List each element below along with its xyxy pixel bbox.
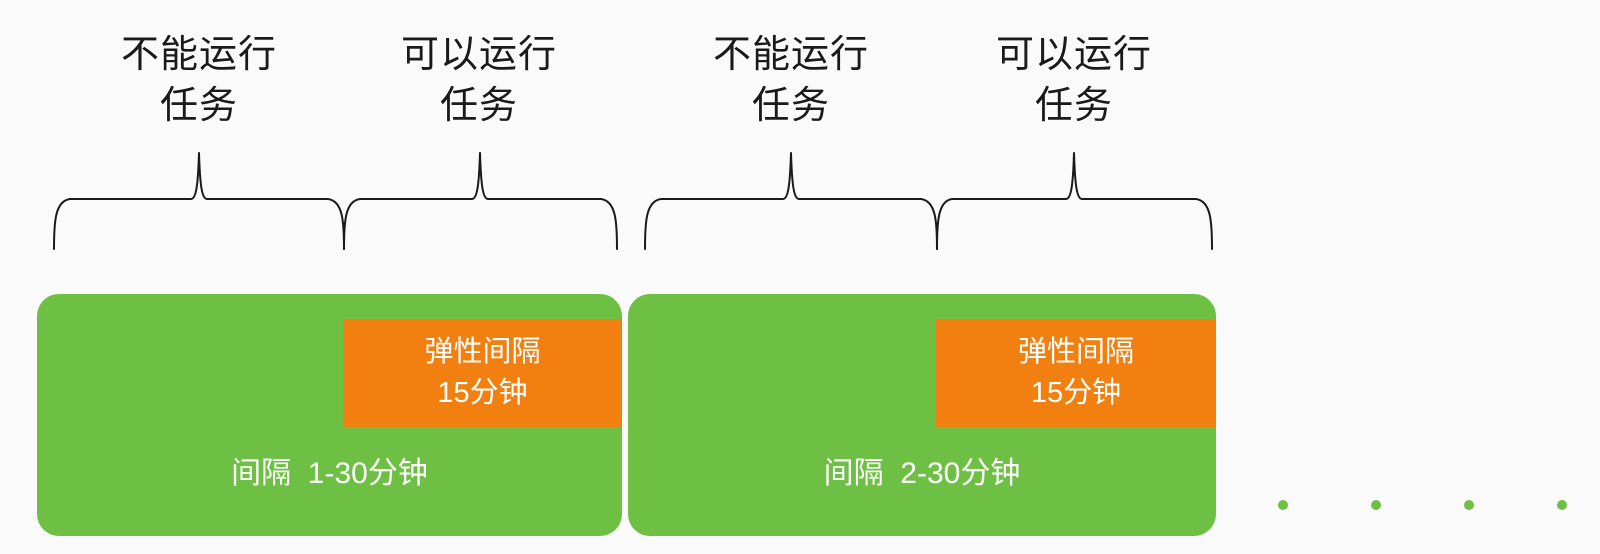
label-cannot-run-1: 不能运行 任务 [39, 30, 359, 132]
label-cannot-run-2-line1: 不能运行 [712, 34, 869, 76]
curly-brace-icon-3 [644, 152, 938, 250]
curly-brace-icon-1 [53, 152, 345, 250]
label-can-run-1-line2: 任务 [439, 85, 518, 127]
elastic-interval-box-1: 弹性间隔 15分钟 [343, 319, 622, 427]
interval-block-2: 弹性间隔 15分钟 间隔 2-30分钟 [628, 294, 1216, 536]
ellipsis-dot-1 [1278, 500, 1288, 510]
interval-label-2: 间隔 2-30分钟 [823, 457, 1021, 490]
curly-brace-icon-2 [343, 152, 618, 250]
elastic-interval-1-line1: 弹性间隔 [424, 336, 541, 368]
label-can-run-2: 可以运行 任务 [914, 30, 1234, 132]
ellipsis-dot-3 [1464, 500, 1474, 510]
curly-brace-icon-4 [936, 152, 1213, 250]
label-cannot-run-1-line1: 不能运行 [120, 34, 277, 76]
interval-block-1: 弹性间隔 15分钟 间隔 1-30分钟 [37, 294, 622, 536]
interval-label-1: 间隔 1-30分钟 [231, 457, 428, 490]
ellipsis-dot-4 [1557, 500, 1567, 510]
elastic-interval-1-line2: 15分钟 [437, 377, 528, 409]
ellipsis-dot-2 [1371, 500, 1381, 510]
label-can-run-2-line2: 任务 [1034, 85, 1113, 127]
label-cannot-run-1-line2: 任务 [159, 85, 238, 127]
label-can-run-1-line1: 可以运行 [400, 34, 557, 76]
elastic-interval-2-line2: 15分钟 [1030, 377, 1122, 409]
elastic-interval-2-line1: 弹性间隔 [1017, 336, 1134, 368]
label-cannot-run-2: 不能运行 任务 [631, 30, 951, 132]
elastic-interval-box-2: 弹性间隔 15分钟 [936, 319, 1216, 427]
label-cannot-run-2-line2: 任务 [751, 85, 830, 127]
label-can-run-1: 可以运行 任务 [319, 30, 639, 132]
label-can-run-2-line1: 可以运行 [995, 34, 1152, 76]
